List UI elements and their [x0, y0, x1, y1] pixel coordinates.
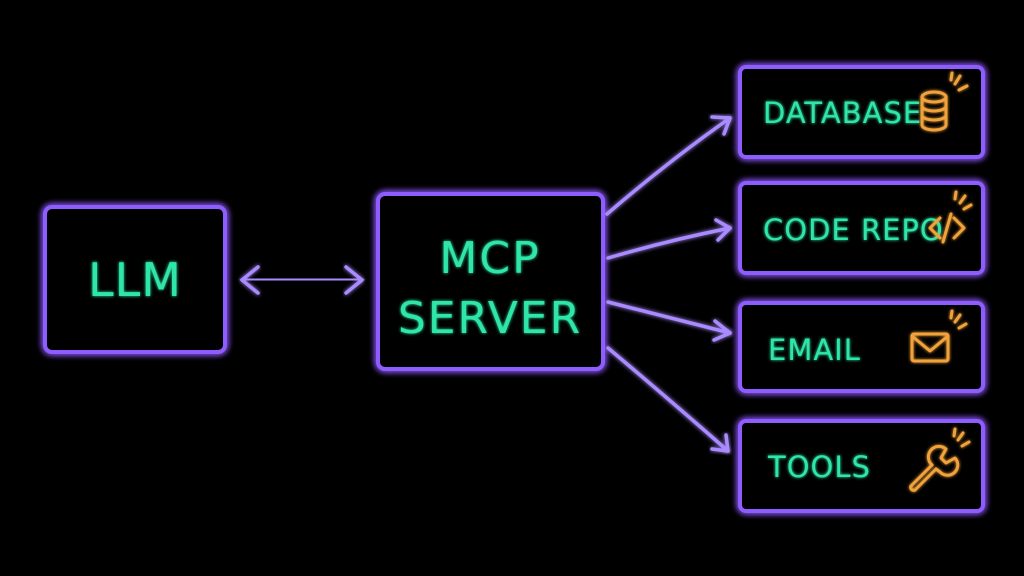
- database-box: [738, 65, 985, 159]
- mcp-server-label-line1: MCP: [439, 233, 540, 284]
- email-label: EMAIL: [768, 333, 861, 367]
- node-llm: LLM: [43, 205, 227, 354]
- llm-label: LLM: [88, 253, 182, 307]
- mcp-server-label-line2: SERVER: [398, 293, 582, 344]
- database-icon: [920, 71, 969, 132]
- database-label: DATABASE: [763, 96, 922, 130]
- envelope-icon: [910, 309, 968, 363]
- node-email: EMAIL: [738, 301, 985, 393]
- node-mcp-server: MCP SERVER: [376, 192, 605, 371]
- edge-mcp-email: [606, 300, 732, 342]
- edge-mcp-code-repo: [606, 218, 732, 260]
- tools-label: TOOLS: [767, 450, 871, 484]
- code-repo-label: CODE REPO: [763, 213, 944, 247]
- edge-mcp-database: [605, 115, 732, 216]
- node-database: DATABASE: [738, 65, 985, 159]
- node-code-repo: CODE REPO: [738, 181, 985, 275]
- edge-llm-mcp: [240, 265, 364, 295]
- tools-box: [738, 419, 985, 513]
- edge-mcp-tools: [606, 346, 730, 453]
- llm-box: [43, 205, 227, 354]
- node-tools: TOOLS: [738, 419, 985, 513]
- code-repo-box: [738, 181, 985, 275]
- email-box: [738, 301, 985, 393]
- wrench-icon: [909, 427, 971, 492]
- mcp-server-box: [376, 192, 605, 371]
- code-icon: [928, 190, 973, 244]
